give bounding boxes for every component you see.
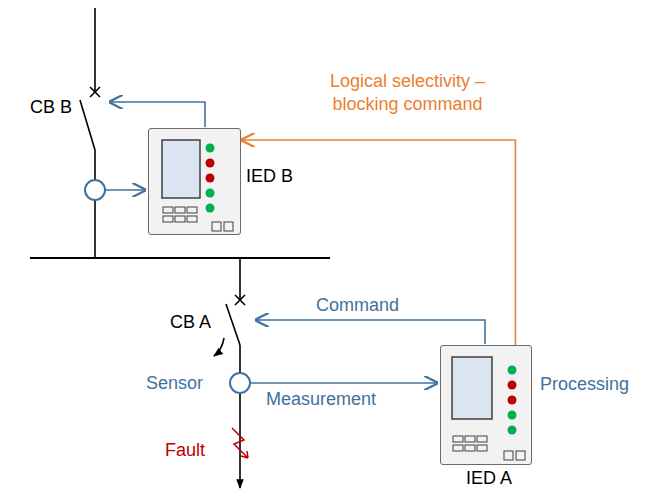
ied-device <box>148 128 241 235</box>
current-sensor <box>85 180 105 200</box>
connector-label: Logical selectivity – blocking command <box>300 70 515 115</box>
diagram-label: CB A <box>170 312 211 333</box>
device-name: IED A <box>466 468 512 489</box>
feeder-b <box>80 8 100 258</box>
diagram-label: CB B <box>30 97 72 118</box>
ied-box: IED B <box>148 128 241 235</box>
fault-symbol <box>232 428 248 458</box>
ied-box: IED A <box>440 345 532 465</box>
diagram-label: Fault <box>165 440 205 461</box>
signal-lines <box>105 102 485 383</box>
diagram-label: Measurement <box>266 389 376 410</box>
current-sensor <box>230 373 250 393</box>
ied-device <box>440 345 532 465</box>
diagram-label: Command <box>316 295 399 316</box>
diagram-label: Sensor <box>146 373 203 394</box>
busbar <box>30 257 330 259</box>
blocking-connector <box>242 140 515 345</box>
device-name: IED B <box>246 166 293 187</box>
diagram-label: Processing <box>540 374 629 395</box>
